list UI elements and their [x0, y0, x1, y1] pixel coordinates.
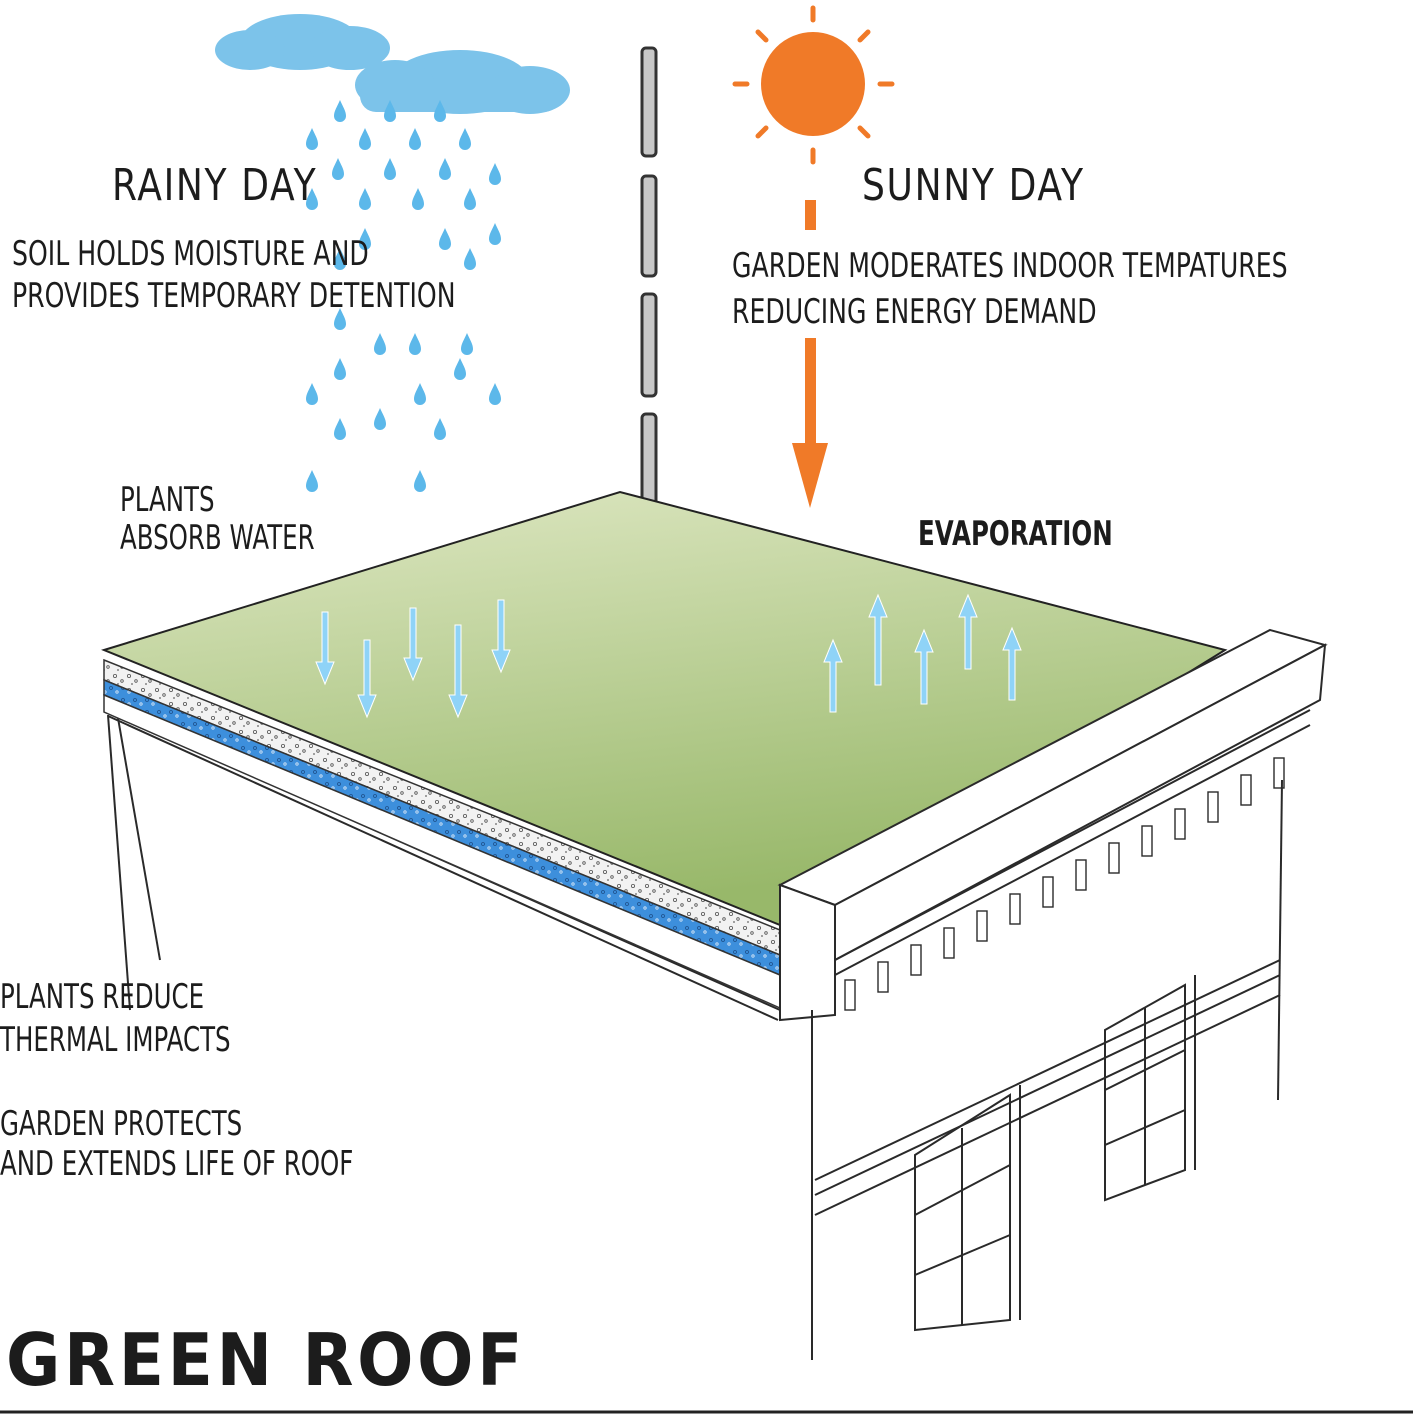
sunny-day-heading: SUNNY DAY: [862, 160, 1085, 211]
water-absorb-arrows: [315, 599, 511, 719]
rainy-day-heading: RAINY DAY: [112, 160, 318, 211]
sunny-day-line-2: REDUCING ENERGY DEMAND: [732, 292, 1097, 332]
window-right: [1104, 975, 1196, 1202]
rainy-day-line-1: SOIL HOLDS MOISTURE AND: [12, 234, 369, 274]
sun-ray-arrow: [792, 200, 828, 508]
rainy-day-line-2: PROVIDES TEMPORARY DETENTION: [12, 276, 456, 316]
page-title: GREEN ROOF: [6, 1318, 527, 1402]
thermal-label-2: THERMAL IMPACTS: [0, 1020, 231, 1060]
evaporation-arrows: [823, 593, 1022, 713]
evaporation-label: EVAPORATION: [918, 514, 1113, 554]
window-left: [914, 1085, 1021, 1332]
roof-layers: [103, 658, 781, 1010]
sunny-day-line-1: GARDEN MODERATES INDOOR TEMPATURES: [732, 246, 1288, 286]
building-facade: [811, 779, 1283, 1360]
plants-absorb-label-1: PLANTS: [120, 480, 215, 520]
roof-life-label-2: AND EXTENDS LIFE OF ROOF: [0, 1144, 354, 1184]
parapet: [777, 628, 1328, 1022]
cornice-dentils: [844, 757, 1285, 1011]
thermal-label-1: PLANTS REDUCE: [0, 977, 205, 1017]
roof-life-label-1: GARDEN PROTECTS: [0, 1104, 243, 1144]
plants-absorb-label-2: ABSORB WATER: [120, 518, 315, 558]
cloud-icon: [215, 14, 570, 114]
sun-icon: [732, 5, 895, 165]
